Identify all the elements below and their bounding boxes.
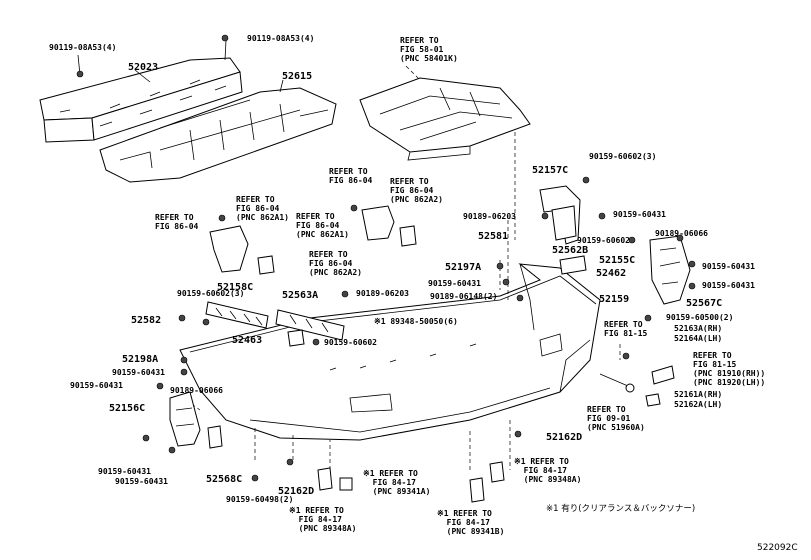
label-90189-06203-a: 90189-06203 xyxy=(463,212,516,221)
clip-ref8604 xyxy=(209,205,417,275)
label-ref-fig-86-04-top: REFER TO FIG 86-04 xyxy=(329,167,373,185)
spacer-52563A xyxy=(275,309,345,341)
label-ref-fig-81-15-b: REFER TO FIG 81-15 (PNC 81910(RH)) (PNC … xyxy=(693,351,766,387)
label-90159-60602-c: 90159-60602 xyxy=(324,338,377,347)
label-ref-fig-86-04-b: REFER TO FIG 86-04 (PNC 862A1) xyxy=(236,195,289,222)
label-52581: 52581 xyxy=(478,231,509,242)
label-52567C: 52567C xyxy=(686,298,723,309)
label-ref-fig-58-01: REFER TO FIG 58-01 (PNC 58401K) xyxy=(400,36,458,63)
label-52197A: 52197A xyxy=(445,262,482,273)
label-52161A-rh: 52161A(RH) xyxy=(674,390,723,399)
label-ref-fig-81-15-a: REFER TO FIG 81-15 xyxy=(604,320,648,338)
catalog-number: 522092C xyxy=(757,543,798,553)
bumper-reinforcement xyxy=(39,57,243,143)
label-ref-fig-86-04-a: REFER TO FIG 86-04 (PNC 862A2) xyxy=(390,177,443,204)
label-90159-60431-c: 90159-60431 xyxy=(428,279,481,288)
label-52162A-lh: 52162A(LH) xyxy=(674,400,723,409)
side-retainer-left xyxy=(169,391,201,447)
reflector-rh xyxy=(645,365,675,407)
label-90159-60431-h: 90159-60431 xyxy=(115,477,168,486)
towing-cover xyxy=(599,373,635,393)
label-52162D-bottom: 52162D xyxy=(278,486,315,497)
label-52158C: 52158C xyxy=(217,282,254,293)
label-90159-60602-3-a: 90159-60602(3) xyxy=(589,152,657,161)
label-90159-60602-3-b: 90159-60602(3) xyxy=(177,289,245,298)
label-89348-50050: ※1 89348-50050(6) xyxy=(374,317,458,326)
label-90119-08A53-right: 90119-08A53(4) xyxy=(247,34,315,43)
label-52198A: 52198A xyxy=(122,354,159,365)
label-90159-60602-b: 90159-60602 xyxy=(577,236,630,245)
label-52563A: 52563A xyxy=(282,290,319,301)
label-90159-60498-2: 90159-60498(2) xyxy=(226,495,294,504)
label-90159-60500-2: 90159-60500(2) xyxy=(666,313,734,322)
label-90119-08A53-left: 90119-08A53(4) xyxy=(49,43,117,52)
footnote: ※1 有り(クリアランス＆バックソナー) xyxy=(546,504,696,514)
pad-52463 xyxy=(287,329,305,347)
label-52156C: 52156C xyxy=(109,403,146,414)
label-ref-fig-86-04-d: REFER TO FIG 86-04 (PNC 862A1) xyxy=(296,212,349,239)
label-90159-60431-b: 90159-60431 xyxy=(702,262,755,271)
label-52582: 52582 xyxy=(131,315,162,326)
energy-absorber xyxy=(99,87,337,183)
label-90159-60431-g: 90159-60431 xyxy=(98,467,151,476)
label-ref-fig-84-17-b: ※1 REFER TO FIG 84-17 (PNC 89341A) xyxy=(363,469,431,496)
label-52568C: 52568C xyxy=(206,474,243,485)
label-90189-06148-2: 90189-06148(2) xyxy=(430,292,498,301)
under-cover xyxy=(359,77,531,161)
label-ref-fig-86-04-c: REFER TO FIG 86-04 xyxy=(155,213,199,231)
label-ref-fig-84-17-e: ※1 REFER TO FIG 84-17 (PNC 89341B) xyxy=(437,509,505,536)
label-90159-60431-f: 90159-60431 xyxy=(70,381,123,390)
label-52023: 52023 xyxy=(128,62,159,73)
label-ref-fig-84-17-a: ※1 REFER TO FIG 84-17 (PNC 89348A) xyxy=(514,457,582,484)
pad-52462 xyxy=(559,255,587,275)
label-90159-60431-a: 90159-60431 xyxy=(613,210,666,219)
label-90159-60431-d: 90159-60431 xyxy=(702,281,755,290)
label-ref-fig-86-04-e: REFER TO FIG 86-04 (PNC 862A2) xyxy=(309,250,362,277)
sonar-sensors xyxy=(317,461,505,503)
fastener-markers xyxy=(76,34,696,482)
bracket-52568C xyxy=(207,425,223,449)
label-52463: 52463 xyxy=(232,335,263,346)
spacer-52158C xyxy=(205,301,269,329)
label-52157C: 52157C xyxy=(532,165,569,176)
label-52162D-right: 52162D xyxy=(546,432,583,443)
side-retainer-right xyxy=(649,235,691,305)
label-90189-06203-b: 90189-06203 xyxy=(356,289,409,298)
label-52155C: 52155C xyxy=(599,255,636,266)
label-52163A-rh: 52163A(RH) xyxy=(674,324,723,333)
label-52462: 52462 xyxy=(596,268,627,279)
bracket-52562B xyxy=(551,205,577,241)
label-90189-06066-a: 90189-06066 xyxy=(655,229,708,238)
label-90159-60431-e: 90159-60431 xyxy=(112,368,165,377)
label-52159: 52159 xyxy=(599,294,630,305)
label-ref-fig-84-17-d: ※1 REFER TO FIG 84-17 (PNC 89348A) xyxy=(289,506,357,533)
label-52615: 52615 xyxy=(282,71,313,82)
label-ref-fig-09-01: REFER TO FIG 09-01 (PNC 51960A) xyxy=(587,405,645,432)
label-52164A-lh: 52164A(LH) xyxy=(674,334,723,343)
label-52562B: 52562B xyxy=(552,245,589,256)
label-90189-06066-b: 90189-06066 xyxy=(170,386,223,395)
bumper-cover xyxy=(179,263,601,441)
